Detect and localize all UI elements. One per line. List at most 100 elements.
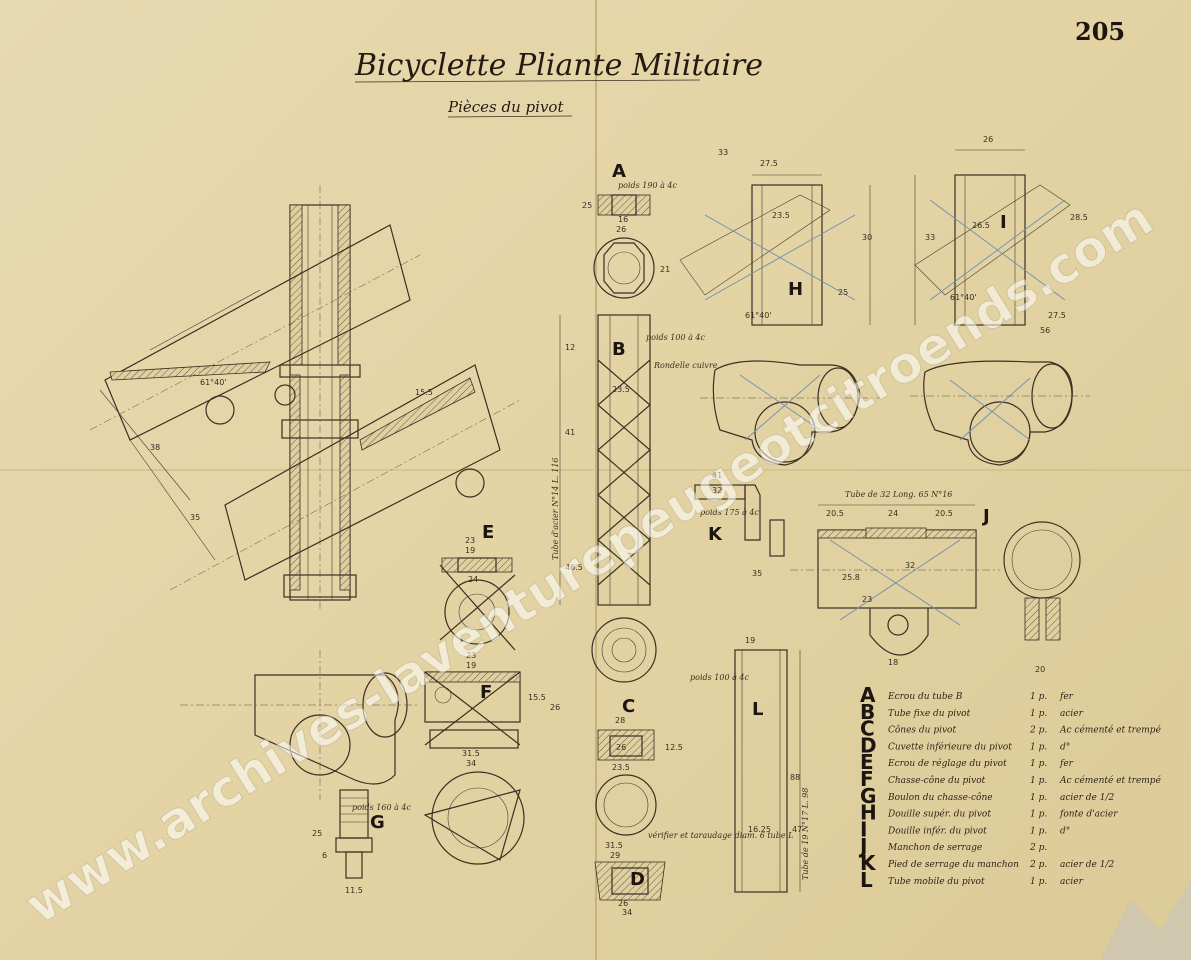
dim-f-19: 19 [466, 661, 476, 670]
dim-l-47: 47 [792, 825, 802, 834]
dim-a-25: 25 [582, 201, 592, 210]
part-d-drawing: 31.5 29 D 26 34 vérifier et taraudage di… [594, 831, 793, 917]
legend-quantity: 1 p. [1030, 877, 1047, 887]
part-k-drawing: 41 poids 175 à 4c K 32 35 [694, 471, 785, 578]
note-j-tube: Tube de 32 Long. 65 N°16 [845, 490, 952, 499]
dim-j-23: 23 [862, 595, 872, 604]
legend-quantity: 2 p. [1029, 843, 1047, 853]
dim-c-125: 12.5 [665, 743, 683, 752]
dim-f-315: 31.5 [462, 749, 480, 758]
part-e-drawing: E 23 19 24 [439, 522, 516, 651]
legend-quantity: 1 p. [1030, 742, 1047, 752]
legend-quantity: 2 p. [1029, 860, 1047, 870]
dim-j-205b: 20.5 [935, 509, 953, 518]
dim-f-23: 23 [466, 651, 476, 660]
legend-part-name: Tube mobile du pivot [888, 877, 985, 887]
subtitle-underline [447, 115, 573, 118]
dim-l-1625: 16.25 [748, 825, 771, 834]
legend-material: fonte d'acier [1059, 810, 1118, 820]
legend-letter: C [860, 717, 875, 741]
dim-h-33: 33 [718, 148, 728, 157]
legend-part-name: Douille supér. du pivot [887, 809, 991, 820]
legend-material: d° [1060, 826, 1070, 836]
legend-letter: A [860, 683, 876, 707]
legend-material: Ac cémenté et trempé [1059, 775, 1162, 786]
legend-part-name: Cônes du pivot [888, 725, 956, 736]
note-b-weight: poids 100 à 4c [646, 333, 705, 342]
part-f-drawing: 23 19 F 15.5 26 31.5 34 [423, 651, 560, 865]
legend-part-name: Ecrou du tube B [887, 692, 963, 702]
legend-quantity: 1 p. [1030, 709, 1047, 719]
assembly-dim-38: 38 [150, 443, 160, 452]
dim-j-18: 18 [888, 658, 898, 667]
watermark: www.archives-laventurepeugeotcitroends.c… [16, 188, 1163, 935]
note-d: vérifier et taraudage diam. 6 tube L [648, 831, 793, 840]
dim-g-25: 25 [312, 829, 322, 838]
legend-material: acier de 1/2 [1060, 860, 1114, 870]
legend-quantity: 2 p. [1029, 726, 1047, 736]
dim-k-41: 41 [712, 471, 722, 480]
note-g-weight: poids 160 à 4c [352, 803, 411, 812]
assembly-dim-155: 15.5 [415, 388, 433, 397]
note-l-tube: Tube de 19 N°17 L. 98 [801, 788, 810, 880]
dim-f-34: 34 [466, 759, 476, 768]
part-l-drawing: 19 L poids 100 à 4c Tube de 19 N°17 L. 9… [690, 636, 810, 893]
dim-h-275: 27.5 [760, 159, 778, 168]
part-c-drawing: C 28 26 23.5 12.5 [595, 696, 683, 836]
part-g-drawing: poids 160 à 4c G 25 6 11.5 [312, 789, 411, 895]
sheet-subtitle: Pièces du pivot [447, 98, 564, 116]
dim-g-115: 11.5 [345, 886, 363, 895]
dim-a-21: 21 [660, 265, 670, 274]
dim-d-29: 29 [610, 851, 620, 860]
dim-d-26: 26 [618, 899, 628, 908]
legend-quantity: 1 p. [1030, 776, 1047, 786]
dim-i-265: 26.5 [972, 221, 990, 230]
part-label-h: H [788, 279, 803, 300]
dim-k-32: 32 [712, 486, 722, 495]
legend-part-name: Ecrou de réglage du pivot [887, 758, 1007, 769]
legend-letter: J [858, 834, 867, 858]
part-label-b: B [612, 339, 626, 360]
note-a-weight: poids 190 à 4c [618, 181, 677, 190]
note-b-ring: Rondelle cuivre [653, 361, 718, 370]
dim-a-16: 16 [618, 215, 628, 224]
dim-j-258: 25.8 [842, 573, 860, 582]
part-label-d: D [630, 869, 645, 890]
legend-letter: I [860, 817, 867, 841]
legend-material: acier [1060, 877, 1084, 887]
dim-i-285: 28.5 [1070, 213, 1088, 222]
note-b-tube: Tube d'acier N°14 L. 116 [551, 457, 560, 560]
legend-quantity: 1 p. [1030, 692, 1047, 702]
dim-j-24: 24 [888, 509, 898, 518]
dim-d-34: 34 [622, 908, 632, 917]
legend-part-name: Pied de serrage du manchon [887, 860, 1019, 870]
legend-part-name: Douille infér. du pivot [887, 825, 987, 836]
part-h-drawing: H 33 27.5 23.5 30 25 61°40' [679, 148, 880, 466]
part-label-k: K [708, 524, 723, 545]
dim-g-6: 6 [322, 851, 327, 860]
part-label-a: A [612, 161, 626, 182]
title-underline [354, 79, 701, 83]
dim-b-12: 12 [565, 343, 575, 352]
dim-j-205a: 20.5 [826, 509, 844, 518]
dim-j-32: 32 [905, 561, 915, 570]
dim-h-30: 30 [862, 233, 872, 242]
part-label-f: F [480, 682, 492, 703]
dim-i-56: 56 [1040, 326, 1050, 335]
part-label-l: L [752, 699, 763, 720]
dim-i-26: 26 [983, 135, 993, 144]
assembly-angle-upper: 61°40' [200, 378, 227, 387]
legend-material: fer [1059, 692, 1074, 702]
part-label-i: I [1000, 212, 1007, 233]
sheet-title: Bicyclette Pliante Militaire [354, 48, 763, 83]
legend-letter: G [860, 784, 876, 808]
note-k-weight: poids 175 à 4c [700, 508, 759, 517]
sheet-number: 205 [1075, 17, 1125, 46]
dim-l-88: 88 [790, 773, 800, 782]
dim-a-26: 26 [616, 225, 626, 234]
legend-letter: H [860, 801, 877, 825]
part-label-g: G [370, 812, 385, 833]
dim-i-angle: 61°40' [950, 293, 977, 302]
